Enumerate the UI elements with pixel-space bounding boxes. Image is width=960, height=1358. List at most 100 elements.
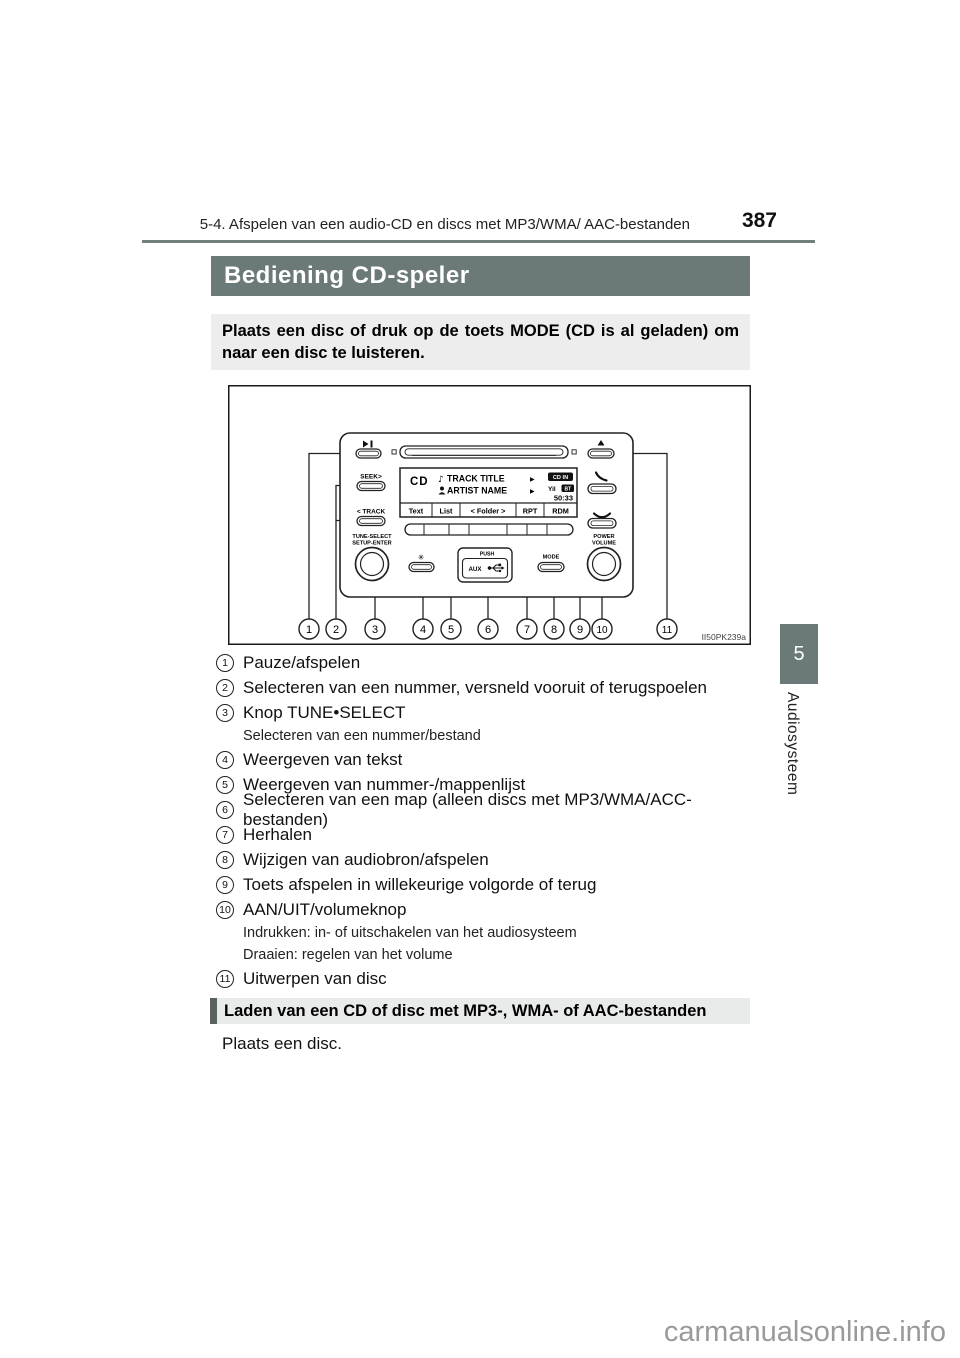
- push-label: PUSH: [480, 552, 495, 558]
- softkey-text: Text: [409, 507, 424, 516]
- callout-number: 6: [485, 624, 491, 636]
- cd-slot: [391, 445, 577, 459]
- legend-item: 4 Weergeven van tekst: [216, 747, 774, 772]
- arrow-icon: ▶: [530, 476, 535, 483]
- legend-text: Uitwerpen van disc: [243, 968, 387, 988]
- eject-button: [587, 448, 615, 459]
- artist-icon: [438, 486, 446, 495]
- header-rule: [142, 240, 815, 243]
- page-number: 387: [741, 209, 777, 232]
- callout-number: 1: [306, 624, 312, 636]
- page-title: Bediening CD-speler: [211, 256, 750, 296]
- setup-enter-label: SETUP-ENTER: [352, 541, 391, 547]
- legend-text: Selecteren van een nummer, versneld voor…: [243, 677, 707, 697]
- callout-circles: 1 2 3 4 5 6 7 8 9 10 11: [298, 618, 678, 640]
- legend-subtext: Selecteren van een nummer/bestand: [243, 728, 481, 744]
- softkey-list: List: [440, 507, 454, 516]
- legend-text: Herhalen: [243, 824, 312, 844]
- intro-instruction: Plaats een disc of druk op de toets MODE…: [211, 314, 750, 370]
- display-artist-name: ARTIST NAME: [447, 486, 507, 496]
- callout-number: 2: [333, 624, 339, 636]
- legend-number: 8: [216, 850, 234, 869]
- section-body: Plaats een disc.: [222, 1034, 343, 1053]
- legend-subtext: Draaien: regelen van het volume: [243, 947, 453, 963]
- display-source: CD: [410, 476, 429, 488]
- legend-text: Pauze/afspelen: [243, 652, 361, 672]
- aux-label: AUX: [468, 566, 482, 573]
- phone-hangup-icon: [592, 512, 612, 519]
- chapter-section-header: 5-4. Afspelen van een audio-CD en discs …: [199, 216, 690, 233]
- legend-number: 4: [216, 750, 234, 769]
- track-label: < TRACK: [357, 509, 386, 516]
- callout-number: 7: [524, 624, 530, 636]
- arrow-icon: ▶: [530, 488, 535, 495]
- legend-text: Toets afspelen in willekeurige volgorde …: [243, 874, 597, 894]
- legend-item: 2 Selecteren van een nummer, versneld voo…: [216, 675, 774, 700]
- play-pause-button: [355, 448, 382, 459]
- brightness-icon: ✳: [418, 553, 425, 562]
- power-label: POWER: [593, 534, 614, 540]
- tune-select-knob: [354, 546, 390, 582]
- legend-number: 9: [216, 875, 234, 894]
- callout-number: 8: [551, 624, 557, 636]
- bt-text: BT: [564, 486, 571, 492]
- legend-text: Weergeven van nummer-/mappenlijst: [243, 774, 526, 794]
- section-title: Laden van een CD of disc met MP3-, WMA- …: [224, 1001, 707, 1020]
- display: CD ♪ TRACK TITLE ▶ ARTIST NAME ▶ CD IN Y…: [399, 467, 578, 518]
- aux-usb-panel: PUSH AUX: [457, 547, 513, 583]
- legend-item: 9 Toets afspelen in willekeurige volgorde…: [216, 872, 774, 897]
- radio-diagram: SEEK> < TRACK TUNE-SELECT SETUP-ENTER CD…: [228, 385, 751, 645]
- legend-item: 8 Wijzigen van audiobron/afspelen: [216, 847, 774, 872]
- legend-text: Knop TUNE•SELECT: [243, 702, 406, 722]
- softkey-folder: < Folder >: [471, 507, 506, 516]
- tune-select-label: TUNE-SELECT: [352, 534, 392, 540]
- legend-number: 6: [216, 800, 234, 819]
- signal-icon: Yil: [548, 486, 556, 493]
- display-track-title: TRACK TITLE: [447, 474, 505, 484]
- phone-hangup-button: [587, 517, 617, 529]
- phone-pickup-button: [587, 483, 617, 495]
- chapter-tab: 5: [780, 624, 818, 684]
- volume-label: VOLUME: [592, 541, 616, 547]
- usb-icon: [487, 563, 505, 573]
- mode-button: [537, 561, 565, 573]
- section-accent-bar: [210, 998, 217, 1024]
- cd-in-badge: [548, 472, 573, 481]
- seek-label: SEEK>: [360, 474, 382, 481]
- phone-pickup-icon: [594, 471, 608, 482]
- play-pause-icon: [363, 440, 373, 448]
- softkey-rdm: RDM: [552, 507, 569, 516]
- legend-number: 2: [216, 678, 234, 697]
- legend-number: 3: [216, 703, 234, 722]
- figure-id: II50PK239a: [702, 632, 747, 642]
- cd-in-text: CD IN: [553, 475, 568, 481]
- callout-number: 11: [662, 625, 673, 636]
- legend-number: 7: [216, 825, 234, 844]
- legend-text: Selecteren van een map (alleen discs met…: [243, 789, 692, 829]
- eject-icon: [597, 440, 605, 446]
- legend-item: 6 Selecteren van een map (alleen discs me…: [216, 790, 774, 829]
- legend-number: 1: [216, 653, 234, 672]
- legend-item: 1 Pauze/afspelen: [216, 650, 774, 675]
- legend-text: Wijzigen van audiobron/afspelen: [243, 849, 489, 869]
- softkey-button-bar: [404, 523, 574, 536]
- display-time: 50:33: [554, 494, 573, 503]
- legend-item: 11 Uitwerpen van disc: [216, 966, 774, 991]
- legend-subtext: Indrukken: in- of uitschakelen van het a…: [243, 925, 577, 941]
- legend-item: 3 Knop TUNE•SELECT: [216, 700, 774, 725]
- callout-number: 5: [448, 624, 454, 636]
- legend-number: 11: [216, 969, 234, 988]
- callout-number: 9: [577, 624, 583, 636]
- softkey-rpt: RPT: [523, 507, 538, 516]
- chapter-tab-label: Audiosysteem: [784, 692, 801, 796]
- brightness-button: [408, 561, 435, 573]
- callout-number: 3: [372, 624, 378, 636]
- legend-text: AAN/UIT/volumeknop: [243, 899, 407, 919]
- bt-badge: [561, 484, 574, 492]
- legend-text: Weergeven van tekst: [243, 749, 403, 769]
- power-volume-knob: [586, 546, 622, 582]
